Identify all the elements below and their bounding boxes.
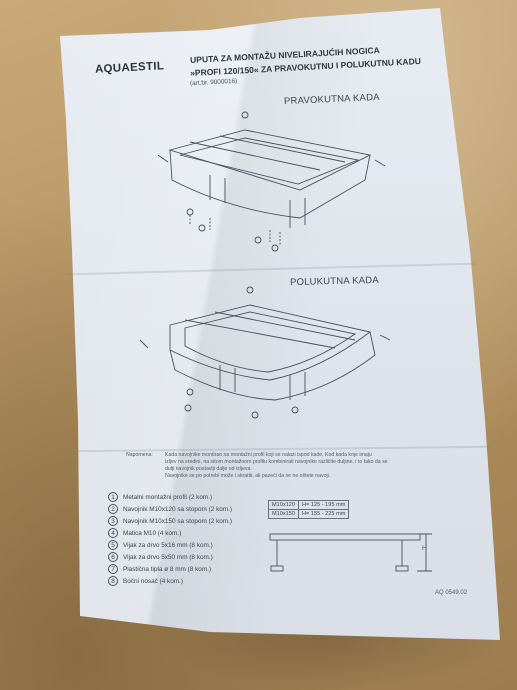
- document-code: AQ 0549.02: [435, 590, 468, 596]
- leg-foot: [270, 565, 284, 572]
- callout-3: [184, 404, 192, 412]
- corner-tub-drawing: [139, 286, 391, 419]
- callout-4: [251, 411, 259, 419]
- note-line-3: dulji navojnik postavlji dalje od izljev…: [165, 466, 252, 472]
- side-marks: [157, 154, 386, 167]
- callout-3: [254, 236, 262, 244]
- tub-body: [169, 149, 371, 219]
- rectangular-tub-drawing: [157, 111, 386, 252]
- note-line-2: izljev na sredini, na istom montažnom pr…: [165, 459, 388, 465]
- callout-1: [186, 208, 194, 216]
- note-label: Napomena:: [126, 452, 153, 458]
- table-row: M10x150 H= 155 - 225 mm: [267, 509, 350, 519]
- profile-rail: [269, 533, 421, 541]
- callout-2: [198, 224, 206, 232]
- profile-bar: [184, 311, 356, 349]
- leg-height-table: M10x120 H= 125 - 195 mm M10x150 H= 155 -…: [267, 500, 350, 519]
- leg-rods: [219, 365, 306, 400]
- callout-1: [186, 388, 194, 396]
- callout-8: [246, 286, 254, 294]
- dimension-line: [417, 533, 432, 572]
- side-marks: [139, 334, 391, 349]
- tub-body: [169, 331, 376, 401]
- callout-8: [241, 111, 249, 119]
- leg-side-view-drawing: [269, 533, 432, 572]
- dimension-label: H: [422, 545, 427, 552]
- table-row: M10x120 H= 125 - 195 mm: [267, 500, 350, 510]
- profile-bar: [189, 141, 321, 171]
- leg-foot: [395, 565, 409, 572]
- callout-2: [291, 406, 299, 414]
- note-line-4: Navojnike se po potrebi može i skratiti,…: [165, 473, 331, 479]
- tub-inner: [184, 311, 357, 373]
- leg-rods: [209, 175, 306, 228]
- leader-lines: [189, 215, 281, 245]
- note-line-1: Kada navojnike montirao na montažni prof…: [165, 452, 372, 458]
- profile-bar: [219, 135, 346, 163]
- callout-4: [271, 244, 279, 252]
- tub-inner: [179, 137, 360, 185]
- tub-rim: [169, 304, 372, 381]
- leg-rod: [276, 540, 403, 566]
